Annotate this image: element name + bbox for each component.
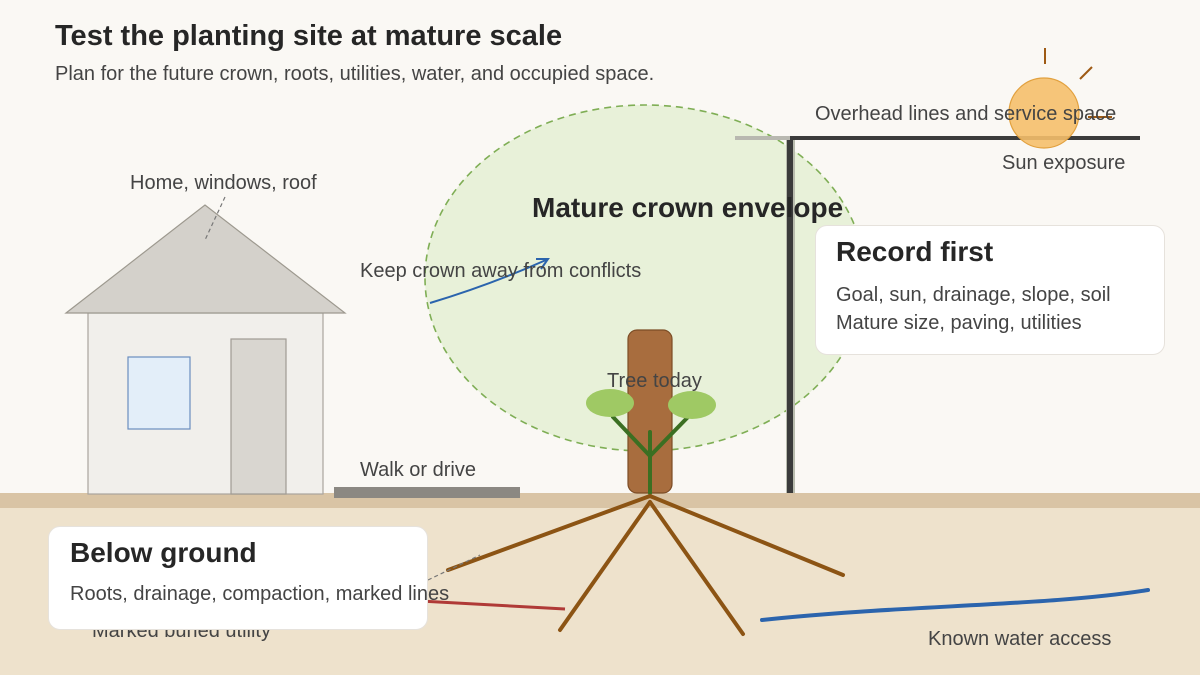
keep-away-arrow xyxy=(429,259,547,304)
leaf-left xyxy=(586,389,634,417)
crown-label: Mature crown envelope xyxy=(532,192,843,223)
record-card-line: Mature size, paving, utilities xyxy=(836,312,1082,334)
water-line xyxy=(760,588,1150,622)
sun-label: Sun exposure xyxy=(1002,152,1125,174)
overhead-label: Overhead lines and service space xyxy=(815,103,1116,125)
record-first-card: Record first Goal, sun, drainage, slope,… xyxy=(815,225,1165,355)
water-label: Known water access xyxy=(928,628,1111,650)
record-card-title: Record first xyxy=(836,236,994,267)
young-tree xyxy=(586,389,716,495)
house-wall xyxy=(87,312,324,495)
ground-surface xyxy=(0,493,1200,508)
home-label: Home, windows, roof xyxy=(130,172,317,194)
page-title: Test the planting site at mature scale xyxy=(55,20,563,52)
keep-away-label: Keep crown away from conflicts xyxy=(360,260,641,282)
house-door xyxy=(230,338,287,495)
page-subtitle: Plan for the future crown, roots, utilit… xyxy=(55,63,655,85)
roots xyxy=(446,494,845,636)
record-card-line: Goal, sun, drainage, slope, soil xyxy=(836,284,1111,306)
tree-today-label: Tree today xyxy=(607,370,702,392)
arrow-head-icon xyxy=(536,258,550,270)
walk-label: Walk or drive xyxy=(360,459,476,481)
house xyxy=(64,196,347,495)
walk-drive xyxy=(334,487,520,498)
below-card-title: Below ground xyxy=(70,537,257,568)
sun-icon xyxy=(1008,48,1112,149)
home-leader-line xyxy=(204,196,226,241)
below-card-line: Roots, drainage, compaction, marked line… xyxy=(70,583,450,605)
below-ground-card: Below ground Roots, drainage, compaction… xyxy=(48,526,450,630)
buried-utility-line xyxy=(419,599,566,611)
house-window xyxy=(127,356,191,430)
leaf-right xyxy=(668,391,716,419)
house-roof xyxy=(64,204,347,314)
utility-leader-line xyxy=(427,554,481,581)
